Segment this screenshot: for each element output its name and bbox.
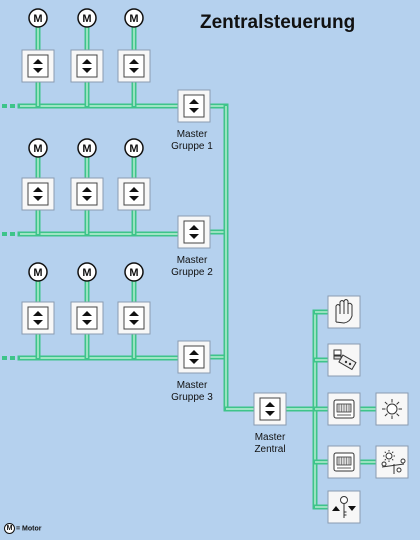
local-switch-box (117, 177, 151, 211)
bus-continuation (2, 356, 15, 360)
motor-legend-icon: M (4, 523, 15, 534)
label-line: Master (176, 255, 208, 266)
svg-text:M: M (129, 13, 138, 25)
key-switch-icon (327, 490, 361, 524)
local-switch-box (117, 49, 151, 83)
motor-icon: M (28, 8, 48, 28)
remote-control-icon (327, 343, 361, 377)
svg-text:M: M (33, 13, 42, 25)
sun-sensor-icon (327, 392, 361, 426)
svg-text:M: M (33, 267, 42, 279)
motor-icon: M (28, 262, 48, 282)
motor-icon: M (124, 138, 144, 158)
label-line: Master (176, 129, 208, 140)
motor-icon: M (124, 262, 144, 282)
master-group-3-switch (177, 340, 211, 374)
local-switch-box (21, 49, 55, 83)
master-group-2-switch (177, 215, 211, 249)
label-line: Zentral (254, 444, 286, 455)
master-central-switch (253, 392, 287, 426)
label-line: Gruppe 2 (171, 267, 213, 278)
svg-text:M: M (33, 143, 42, 155)
svg-text:M: M (82, 267, 91, 279)
local-switch-box (70, 49, 104, 83)
svg-text:M: M (82, 143, 91, 155)
master-group-3-label: Master Gruppe 3 (170, 380, 214, 404)
sun-icon (375, 392, 409, 426)
label-line: Master (176, 380, 208, 391)
local-switch-box (70, 177, 104, 211)
master-central-label: Master Zentral (248, 432, 292, 456)
sun-wind-icon (375, 445, 409, 479)
svg-text:M: M (129, 267, 138, 279)
local-switch-box (21, 301, 55, 335)
local-switch-box (70, 301, 104, 335)
master-group-2-label: Master Gruppe 2 (170, 255, 214, 279)
legend: M= Motor (4, 523, 41, 534)
svg-text:M: M (129, 143, 138, 155)
label-line: Gruppe 3 (171, 392, 213, 403)
motor-icon: M (77, 262, 97, 282)
master-group-1-label: Master Gruppe 1 (170, 129, 214, 153)
bus-continuation (2, 232, 15, 236)
local-switch-box (117, 301, 151, 335)
label-line: Gruppe 1 (171, 141, 213, 152)
motor-icon: M (28, 138, 48, 158)
motor-icon: M (77, 138, 97, 158)
legend-text: = Motor (16, 525, 42, 533)
svg-text:M: M (82, 13, 91, 25)
bus-continuation (2, 104, 15, 108)
motor-icon: M (124, 8, 144, 28)
hand-icon (327, 295, 361, 329)
local-switch-box (21, 177, 55, 211)
sun-wind-sensor-icon (327, 445, 361, 479)
motor-icon: M (77, 8, 97, 28)
diagram-title: Zentralsteuerung (200, 12, 356, 33)
label-line: Master (254, 432, 286, 443)
master-group-1-switch (177, 89, 211, 123)
